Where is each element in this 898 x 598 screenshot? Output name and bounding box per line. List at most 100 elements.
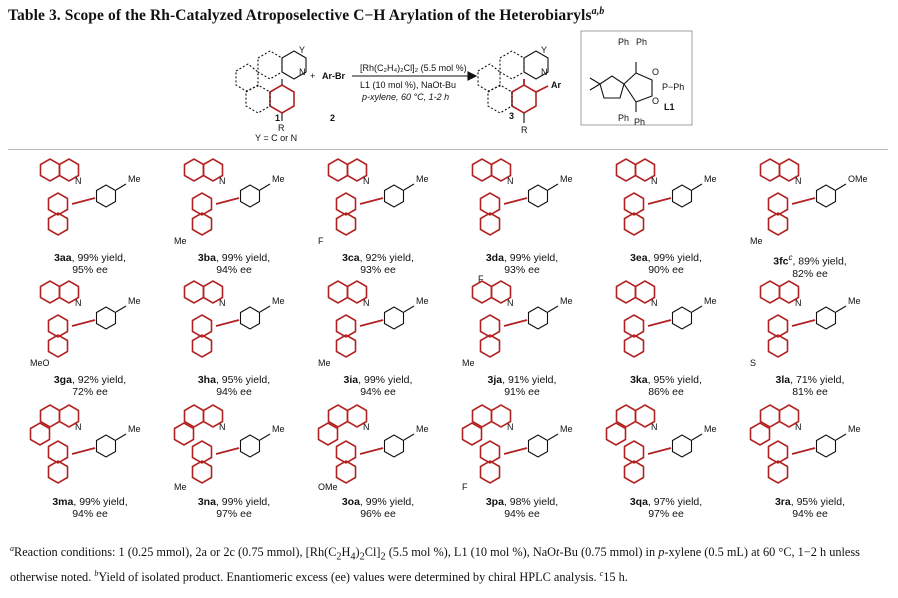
- compound-id: 3ia: [343, 374, 359, 386]
- n-atom-label: N: [75, 298, 82, 308]
- compound-id: 3fc: [773, 255, 789, 268]
- ligand-ph-4: Ph: [634, 117, 645, 127]
- compound-id: 3aa: [54, 252, 72, 264]
- sm-r-label: R: [278, 123, 285, 133]
- prod-r-label: R: [521, 125, 528, 135]
- substituent-label: Me: [272, 174, 285, 184]
- sm-n-label: N: [299, 67, 306, 77]
- substituent-label: OMe: [848, 174, 868, 184]
- footnote-b-mark: b: [94, 568, 99, 578]
- compound-ee: 94% ee: [72, 508, 108, 520]
- ligand-ph-3: Ph: [618, 113, 629, 123]
- n-atom-label: N: [795, 298, 802, 308]
- ligand-line: L1 (10 mol %), NaOt-Bu: [360, 80, 456, 90]
- compound-ee: 94% ee: [792, 508, 828, 520]
- compound-caption: 3ra, 95% yield,94% ee: [774, 496, 846, 520]
- n-atom-label: N: [651, 298, 658, 308]
- compound-id: 3pa: [485, 496, 504, 508]
- structure-3ra: N Me: [749, 404, 861, 484]
- substituent-label: Me: [272, 424, 285, 434]
- compound-ee: 81% ee: [792, 386, 828, 398]
- extra-substituent-label: Me: [174, 236, 187, 246]
- extra-substituent-label-2: F: [478, 274, 484, 284]
- compound-caption: 3fcc, 89% yield,82% ee: [773, 253, 847, 280]
- substituent-label: Me: [272, 296, 285, 306]
- substituent-label: Me: [704, 424, 717, 434]
- title-footnote-marks: a,b: [591, 6, 605, 17]
- n-atom-label: N: [363, 298, 370, 308]
- compound-id: 3ka: [630, 374, 648, 386]
- compound-3ra: N Me 3ra, 95% yield,94% ee: [740, 396, 880, 520]
- sm-y-label: Y: [299, 45, 305, 55]
- reagent-arbr: Ar-Br: [322, 71, 345, 81]
- substituent-label: Me: [128, 174, 141, 184]
- compound-ee: 93% ee: [360, 264, 396, 276]
- compound-ee: 97% ee: [648, 508, 684, 520]
- substituent-label: Me: [560, 296, 573, 306]
- compound-id: 3qa: [629, 496, 648, 508]
- compound-ee: 94% ee: [216, 386, 252, 398]
- compound-caption: 3ia, 99% yield,94% ee: [343, 374, 413, 398]
- prod-ar-label: Ar: [551, 80, 561, 90]
- footnote-a-mark: a: [10, 544, 14, 553]
- compound-id: 3ja: [487, 374, 503, 386]
- substituent-label: Me: [416, 424, 429, 434]
- ligand-ph-1: Ph: [618, 37, 629, 47]
- compound-caption: 3ma, 99% yield,94% ee: [52, 496, 128, 520]
- n-atom-label: N: [795, 176, 802, 186]
- extra-substituent-label: OMe: [318, 482, 338, 492]
- conditions-text: p-xylene, 60 °C, 1-2 h: [361, 92, 449, 102]
- n-atom-label: N: [75, 422, 82, 432]
- compound-ee: 82% ee: [792, 267, 828, 280]
- substituent-label: Me: [560, 174, 573, 184]
- substituent-label: Me: [128, 424, 141, 434]
- compound-caption: 3qa, 97% yield,97% ee: [629, 496, 703, 520]
- compound-3da: N Me 3da, 99% yield,93% ee: [452, 152, 592, 276]
- compound-ee: 95% ee: [72, 264, 108, 276]
- compound-caption: 3da, 99% yield,93% ee: [485, 252, 559, 276]
- substituent-label: Me: [848, 296, 861, 306]
- compound-id: 3da: [485, 252, 504, 264]
- extra-substituent-label: Me: [462, 358, 475, 368]
- substituent-label: Me: [848, 424, 861, 434]
- compound-footnote-mark: c: [788, 253, 793, 262]
- extra-substituent-label: Me: [318, 358, 331, 368]
- n-atom-label: N: [363, 176, 370, 186]
- n-atom-label: N: [75, 176, 82, 186]
- plus-sign: +: [310, 71, 315, 81]
- substituent-label: Me: [560, 424, 573, 434]
- extra-substituent-label: MeO: [30, 358, 50, 368]
- n-atom-label: N: [507, 422, 514, 432]
- n-atom-label: N: [795, 422, 802, 432]
- extra-substituent-label: Me: [174, 482, 187, 492]
- prod-n-label: N: [541, 67, 548, 77]
- compound-id: 3la: [775, 374, 791, 386]
- sm-label: 1: [275, 113, 280, 123]
- compound-id: 3ba: [197, 252, 216, 264]
- compound-ee: 94% ee: [360, 386, 396, 398]
- reagent-label: 2: [330, 113, 335, 123]
- n-atom-label: N: [219, 298, 226, 308]
- n-atom-label: N: [507, 176, 514, 186]
- prod-y-label: Y: [541, 45, 547, 55]
- compound-id: 3ma: [52, 496, 74, 508]
- compound-ee: 91% ee: [504, 386, 540, 398]
- compound-3ma: N Me 3ma, 99% yield,94% ee: [20, 396, 160, 520]
- reaction-scheme: Y N R 1 Y = C or N + Ar-Br 2 [Rh(C₂H₄)₂C…: [235, 30, 693, 143]
- compound-ee: 94% ee: [504, 508, 540, 520]
- ligand-o-1: O: [652, 67, 659, 77]
